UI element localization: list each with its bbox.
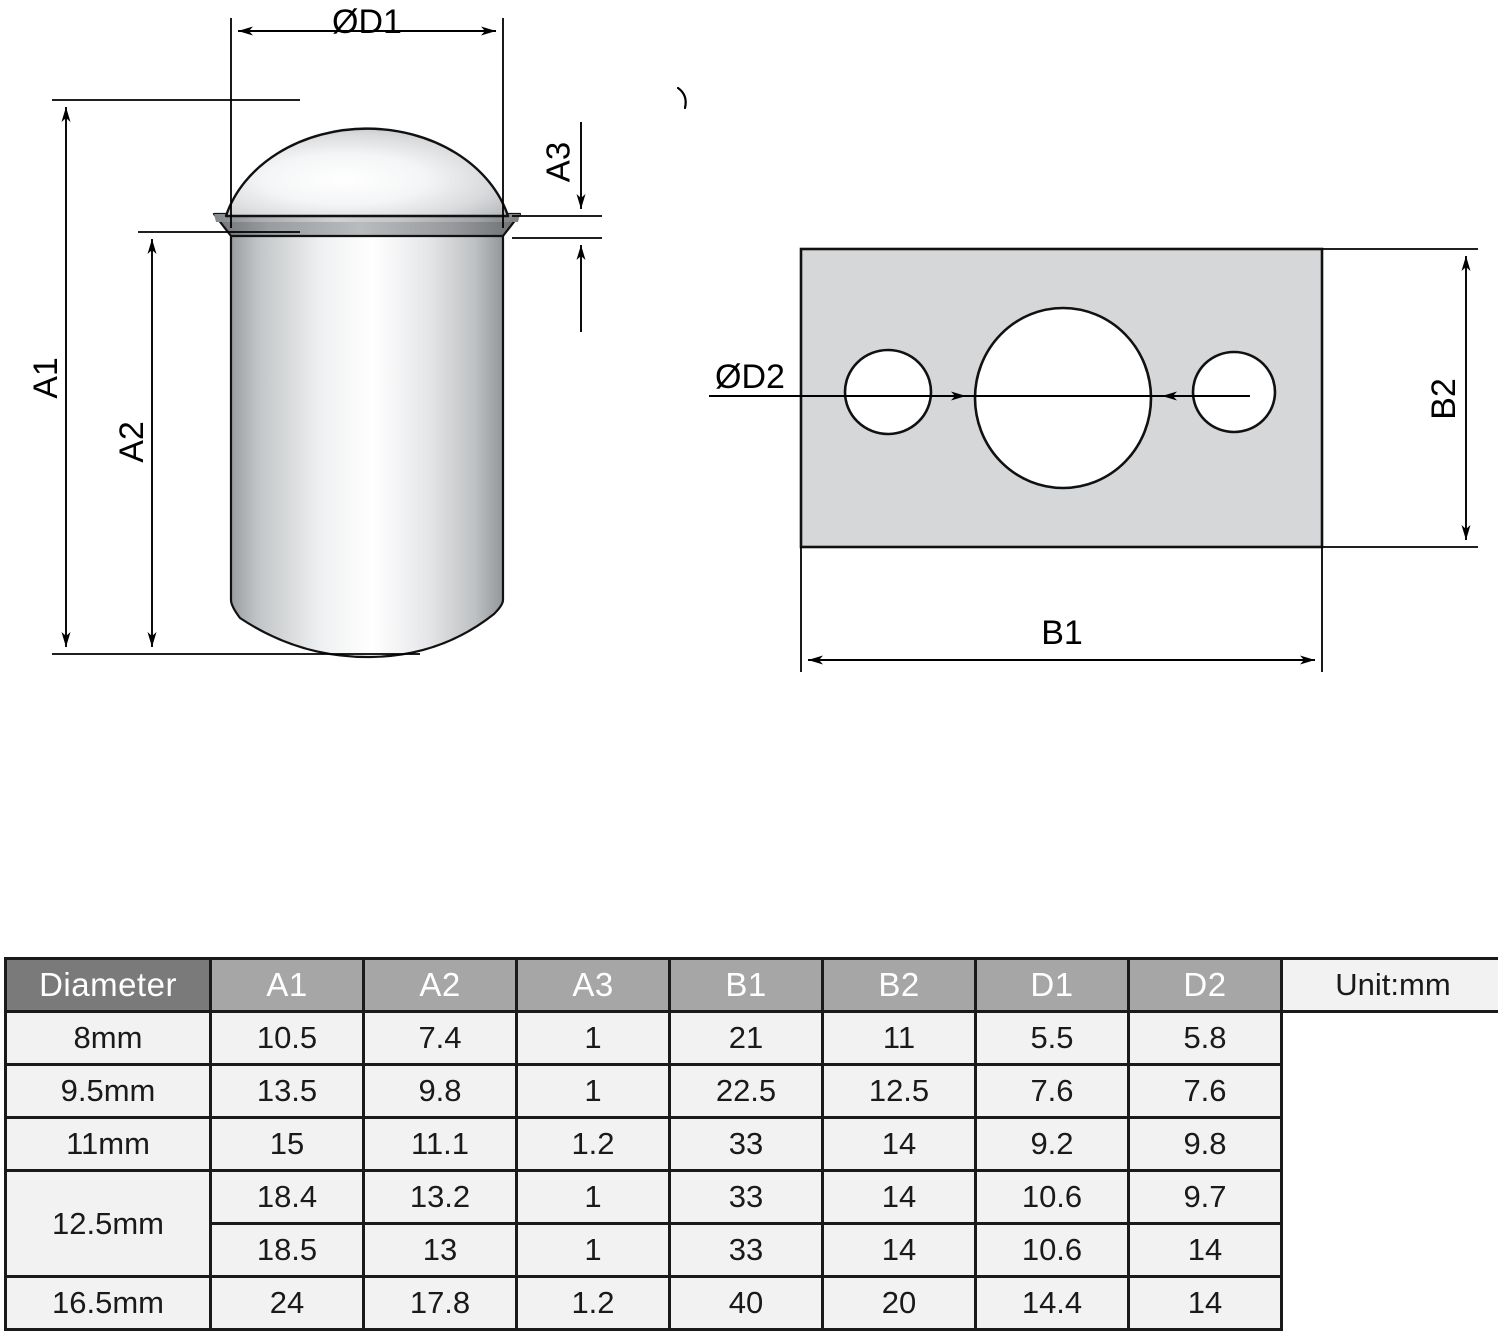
- table-header-row: Diameter A1 A2 A3 B1 B2 D1 D2 Unit:mm: [4, 957, 1498, 1013]
- cell-diameter: 12.5mm: [4, 1169, 212, 1278]
- cell-b1: 33: [668, 1169, 824, 1225]
- cell-b1: 22.5: [668, 1063, 824, 1119]
- cell-a2: 9.8: [362, 1063, 518, 1119]
- dimension-label-a1: A1: [27, 357, 65, 399]
- ball-transfer-unit-drawing: ØD1 A1 A2 A3: [27, 3, 687, 659]
- cell-a2: 13.2: [362, 1169, 518, 1225]
- unit-ball-dome: [224, 127, 510, 218]
- cell-b2: 14: [821, 1116, 977, 1172]
- cell-diameter: 11mm: [4, 1116, 212, 1172]
- cell-a3: 1.2: [515, 1275, 671, 1331]
- cell-diameter: 8mm: [4, 1010, 212, 1066]
- dimension-label-a3: A3: [540, 142, 577, 182]
- cell-d1: 7.6: [974, 1063, 1130, 1119]
- header-b1: B1: [668, 957, 824, 1013]
- stray-mark: [676, 86, 687, 110]
- dimension-a3: [512, 122, 602, 332]
- cell-d1: 14.4: [974, 1275, 1130, 1331]
- cell-a2: 7.4: [362, 1010, 518, 1066]
- cell-a3: 1: [515, 1222, 671, 1278]
- cell-b2: 14: [821, 1169, 977, 1225]
- cell-d1: 5.5: [974, 1010, 1130, 1066]
- header-a2: A2: [362, 957, 518, 1013]
- cell-d2: 14: [1127, 1275, 1283, 1331]
- header-a1: A1: [209, 957, 365, 1013]
- cell-d2: 5.8: [1127, 1010, 1283, 1066]
- cell-a1: 18.5: [209, 1222, 365, 1278]
- cell-b2: 12.5: [821, 1063, 977, 1119]
- cell-diameter: 16.5mm: [4, 1275, 212, 1331]
- specification-table-container: Diameter A1 A2 A3 B1 B2 D1 D2 Unit:mm 8m…: [0, 957, 1498, 1331]
- mounting-plate-drawing: ØD2 B2 B1: [709, 247, 1478, 672]
- mounting-hole-left: [843, 348, 933, 436]
- dimension-label-d1: ØD1: [332, 3, 402, 41]
- unit-body: [229, 231, 505, 659]
- cell-a1: 10.5: [209, 1010, 365, 1066]
- cell-a1: 18.4: [209, 1169, 365, 1225]
- cell-a3: 1: [515, 1010, 671, 1066]
- cell-d2: 9.7: [1127, 1169, 1283, 1225]
- cell-d1: 10.6: [974, 1222, 1130, 1278]
- header-a3: A3: [515, 957, 671, 1013]
- cell-b1: 21: [668, 1010, 824, 1066]
- cell-diameter: 9.5mm: [4, 1063, 212, 1119]
- cell-d1: 9.2: [974, 1116, 1130, 1172]
- dimension-d1: [230, 18, 504, 228]
- specification-table: Diameter A1 A2 A3 B1 B2 D1 D2 Unit:mm 8m…: [4, 957, 1498, 1331]
- header-d1: D1: [974, 957, 1130, 1013]
- cell-a2: 13: [362, 1222, 518, 1278]
- cell-b2: 11: [821, 1010, 977, 1066]
- cell-a3: 1: [515, 1063, 671, 1119]
- cell-a2: 11.1: [362, 1116, 518, 1172]
- cell-a2: 17.8: [362, 1275, 518, 1331]
- cell-a3: 1: [515, 1169, 671, 1225]
- header-b2: B2: [821, 957, 977, 1013]
- technical-drawings: ØD1 A1 A2 A3: [27, 3, 1478, 672]
- dimension-b2: [1322, 248, 1478, 548]
- cell-b1: 33: [668, 1222, 824, 1278]
- dimension-label-a2: A2: [113, 421, 151, 463]
- dimension-a1: [52, 99, 420, 655]
- mounting-hole-right: [1191, 350, 1277, 434]
- cell-d2: 9.8: [1127, 1116, 1283, 1172]
- dimension-label-b1: B1: [1041, 614, 1083, 652]
- cell-d2: 14: [1127, 1222, 1283, 1278]
- cell-d2: 7.6: [1127, 1063, 1283, 1119]
- dimension-a2: [138, 231, 300, 647]
- dimension-b1: [800, 547, 1323, 672]
- cell-b2: 20: [821, 1275, 977, 1331]
- cell-a1: 24: [209, 1275, 365, 1331]
- cell-b1: 40: [668, 1275, 824, 1331]
- cell-b2: 14: [821, 1222, 977, 1278]
- unit-note-cell: Unit:mm: [1280, 957, 1498, 1013]
- header-diameter: Diameter: [4, 957, 212, 1013]
- dimension-label-d2: ØD2: [715, 358, 785, 396]
- cell-d1: 10.6: [974, 1169, 1130, 1225]
- cell-a1: 13.5: [209, 1063, 365, 1119]
- cell-a1: 15: [209, 1116, 365, 1172]
- center-hole: [973, 306, 1153, 490]
- cell-b1: 33: [668, 1116, 824, 1172]
- dimension-label-b2: B2: [1425, 378, 1463, 420]
- cell-a3: 1.2: [515, 1116, 671, 1172]
- header-d2: D2: [1127, 957, 1283, 1013]
